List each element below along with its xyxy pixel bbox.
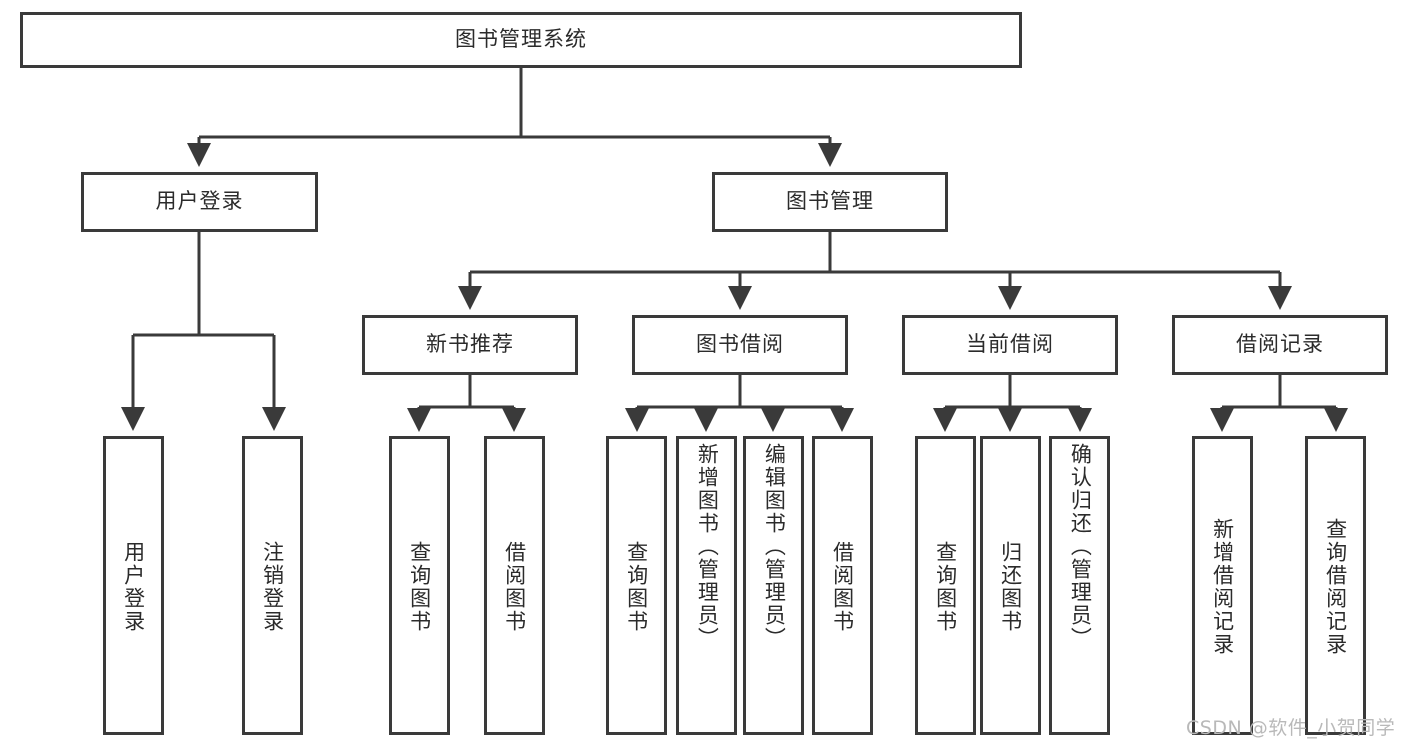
node-label: 借阅图书 (830, 540, 855, 633)
node-label: 注销登录 (260, 540, 285, 633)
node-book-borrow[interactable]: 图书借阅 (632, 315, 848, 375)
node-label: 借阅图书 (502, 540, 527, 633)
node-label: 归还图书 (998, 540, 1023, 633)
node-borrow-record[interactable]: 借阅记录 (1172, 315, 1388, 375)
node-user-login[interactable]: 用户登录 (81, 172, 318, 232)
node-label: 确认归还（管理员） (1068, 443, 1093, 650)
leaf-borrow-add-book-admin[interactable]: 新增图书（管理员） (676, 436, 737, 735)
node-label: 查询图书 (624, 540, 649, 633)
leaf-user-login-login[interactable]: 用户登录 (103, 436, 164, 735)
leaf-current-confirm-return-admin[interactable]: 确认归还（管理员） (1049, 436, 1110, 735)
leaf-record-add-record[interactable]: 新增借阅记录 (1192, 436, 1253, 735)
node-label: 用户登录 (155, 189, 244, 214)
node-label: 图书借阅 (696, 332, 784, 357)
leaf-borrow-query-book[interactable]: 查询图书 (606, 436, 667, 735)
node-label: 查询图书 (933, 540, 958, 633)
node-label: 查询图书 (407, 540, 432, 633)
node-label: 新增借阅记录 (1210, 517, 1235, 656)
csdn-watermark: CSDN @软件_小贺同学 (1186, 717, 1396, 739)
node-label: 编辑图书（管理员） (762, 443, 787, 650)
leaf-new-book-borrow-book[interactable]: 借阅图书 (484, 436, 545, 735)
node-label: 图书管理 (786, 189, 874, 214)
leaf-user-login-logout[interactable]: 注销登录 (242, 436, 303, 735)
leaf-current-query-book[interactable]: 查询图书 (915, 436, 976, 735)
node-label: 新书推荐 (426, 332, 514, 357)
leaf-borrow-edit-book-admin[interactable]: 编辑图书（管理员） (743, 436, 804, 735)
node-label: 借阅记录 (1236, 332, 1324, 357)
node-label: 新增图书（管理员） (695, 443, 720, 650)
leaf-borrow-borrow-book[interactable]: 借阅图书 (812, 436, 873, 735)
node-label: 查询借阅记录 (1323, 517, 1348, 656)
node-current-borrow[interactable]: 当前借阅 (902, 315, 1118, 375)
leaf-current-return-book[interactable]: 归还图书 (980, 436, 1041, 735)
leaf-record-query-record[interactable]: 查询借阅记录 (1305, 436, 1366, 735)
node-new-book-recommend[interactable]: 新书推荐 (362, 315, 578, 375)
node-label: 当前借阅 (966, 332, 1054, 357)
node-label: 图书管理系统 (455, 27, 587, 52)
node-label: 用户登录 (121, 540, 146, 633)
leaf-new-book-query-book[interactable]: 查询图书 (389, 436, 450, 735)
node-book-management[interactable]: 图书管理 (712, 172, 948, 232)
node-root-system[interactable]: 图书管理系统 (20, 12, 1022, 68)
